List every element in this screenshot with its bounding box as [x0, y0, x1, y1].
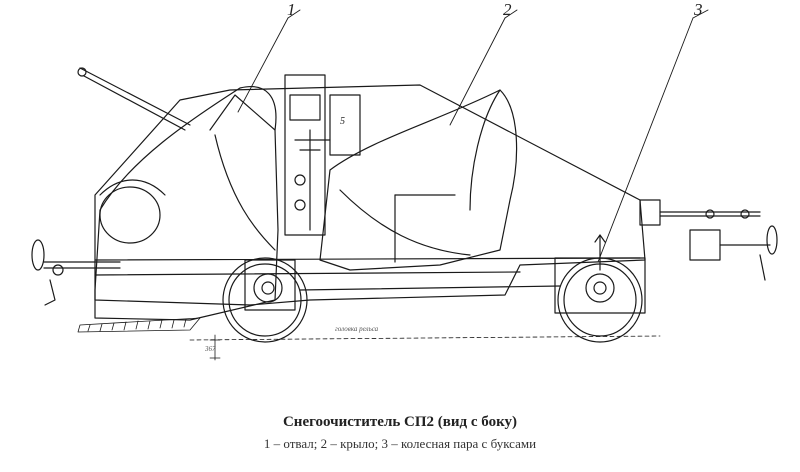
rail-head-note: головка рельса [335, 325, 379, 333]
front-wheelset [222, 257, 308, 343]
blade-base-hatching [77, 317, 201, 333]
rear-coupler [639, 199, 778, 281]
front-buffer [31, 239, 121, 306]
plow-blade-1 [94, 86, 279, 321]
callout-leaders [237, 9, 709, 263]
callout-2: 2 [503, 0, 512, 19]
callout-3: 3 [694, 0, 703, 19]
rear-wheelset-3 [554, 234, 646, 343]
wing-blade-2 [319, 89, 518, 271]
dimension-note: 367 [205, 345, 216, 353]
car-body [94, 84, 646, 306]
caption-title: Снегоочиститель СП2 (вид с боку) [282, 414, 518, 430]
callout-5: 5 [340, 116, 345, 127]
rail-line [189, 334, 661, 361]
machinery-column [284, 74, 361, 236]
caption-legend: 1 – отвал; 2 – крыло; 3 – колесная пара … [263, 436, 537, 451]
pusher-arm [77, 67, 191, 131]
callout-1: 1 [287, 0, 296, 19]
